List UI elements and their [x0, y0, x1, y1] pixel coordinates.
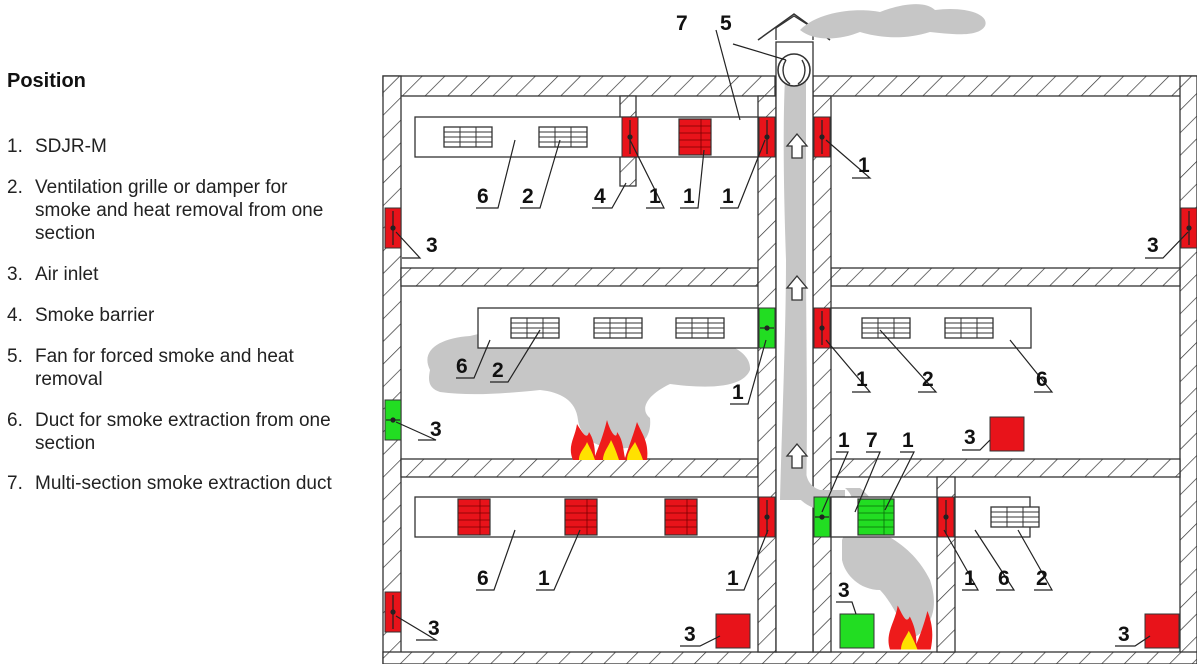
- legend-title: Position: [7, 70, 86, 92]
- legend-item-4: 4.Smoke barrier: [7, 305, 155, 326]
- label-1: 1: [964, 567, 976, 590]
- label-6: 6: [1036, 368, 1048, 391]
- label-1: 1: [722, 185, 734, 208]
- label-3: 3: [426, 234, 438, 257]
- label-3: 3: [430, 418, 442, 441]
- label-1: 1: [902, 429, 914, 452]
- legend-item-1: 1.SDJR-M: [7, 136, 107, 157]
- label-7: 7: [676, 12, 688, 35]
- label-1: 1: [649, 185, 661, 208]
- label-3: 3: [684, 623, 696, 646]
- air-inlets: [715, 416, 1180, 649]
- label-1: 1: [683, 185, 695, 208]
- label-2: 2: [492, 359, 504, 382]
- label-3: 3: [1147, 234, 1159, 257]
- fire-icon-small: [888, 605, 933, 650]
- fan-icon: [777, 53, 811, 87]
- label-1: 1: [856, 368, 868, 391]
- legend-item-2: 2.Ventilation grille or damper for smoke…: [7, 177, 324, 244]
- label-2: 2: [1036, 567, 1048, 590]
- label-5: 5: [720, 12, 732, 35]
- callout-labels: 6 2 4 1 1 1 1 3 3 7 5 6 2 1 1 2 6 3 3 6 …: [426, 12, 1159, 646]
- legend: Position 1.SDJR-M 2.Ventilation grille o…: [7, 70, 347, 517]
- label-2: 2: [522, 185, 534, 208]
- legend-list: 1.SDJR-M 2.Ventilation grille or damper …: [7, 135, 347, 499]
- label-1: 1: [538, 567, 550, 590]
- label-1: 1: [732, 381, 744, 404]
- label-3: 3: [838, 579, 850, 602]
- legend-item-7: 7.Multi-section smoke extraction duct: [7, 473, 332, 494]
- label-6: 6: [998, 567, 1010, 590]
- label-6: 6: [477, 185, 489, 208]
- label-3: 3: [1118, 623, 1130, 646]
- legend-item-5: 5.Fan for forced smoke and heat removal: [7, 346, 294, 390]
- legend-item-3: 3.Air inlet: [7, 264, 99, 285]
- label-7: 7: [866, 429, 878, 452]
- label-2: 2: [922, 368, 934, 391]
- legend-item-6: 6.Duct for smoke extraction from one sec…: [7, 410, 331, 454]
- label-3: 3: [428, 617, 440, 640]
- green-grille-damper: [857, 498, 895, 536]
- leader-lines: [395, 29, 1189, 647]
- label-4: 4: [594, 185, 606, 208]
- label-1: 1: [858, 154, 870, 177]
- label-1: 1: [838, 429, 850, 452]
- label-6: 6: [477, 567, 489, 590]
- label-3: 3: [964, 426, 976, 449]
- label-6: 6: [456, 355, 468, 378]
- label-1: 1: [727, 567, 739, 590]
